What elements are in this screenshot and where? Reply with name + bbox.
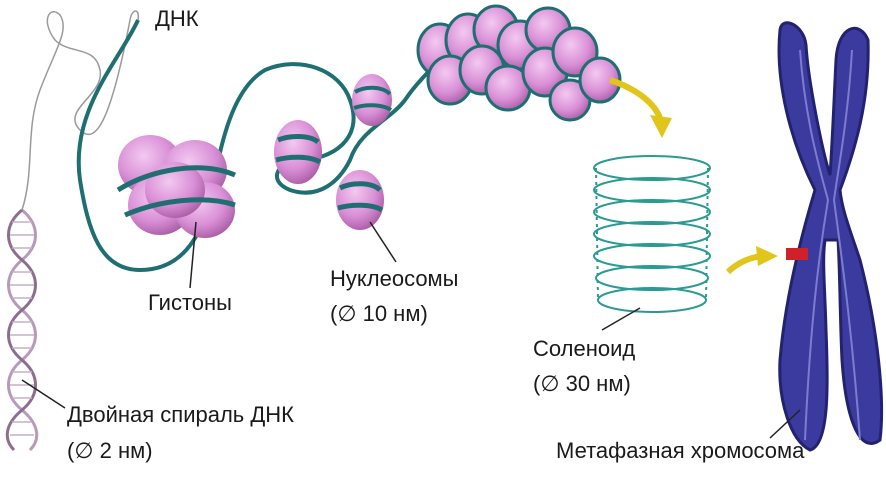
- chromosome-band: [786, 248, 808, 260]
- chromatin-fiber: [418, 6, 620, 120]
- histones-label: Гистоны: [148, 292, 232, 314]
- nucleosome-1: [274, 120, 322, 184]
- arrow-to-chromosome: [728, 246, 778, 272]
- double-helix-label: Двойная спираль ДНК: [67, 404, 294, 426]
- double-helix-size-label: (∅ 2 нм): [67, 440, 153, 462]
- histone-octamer: [118, 135, 235, 238]
- solenoid-size-label: (∅ 30 нм): [533, 373, 631, 395]
- nucleosomes-label: Нуклеосомы: [330, 268, 459, 290]
- nucleosome-2: [336, 170, 384, 230]
- nucleosomes-size-label: (∅ 10 нм): [330, 303, 428, 325]
- nucleosome-3: [352, 74, 392, 126]
- solenoid: [594, 156, 710, 312]
- solenoid-label: Соленоид: [533, 338, 635, 360]
- double-helix: [7, 210, 36, 450]
- dna-label: ДНК: [155, 8, 199, 30]
- metaphase-chromosome: [779, 23, 882, 450]
- metaphase-chromosome-label: Метафазная хромосома: [556, 440, 804, 462]
